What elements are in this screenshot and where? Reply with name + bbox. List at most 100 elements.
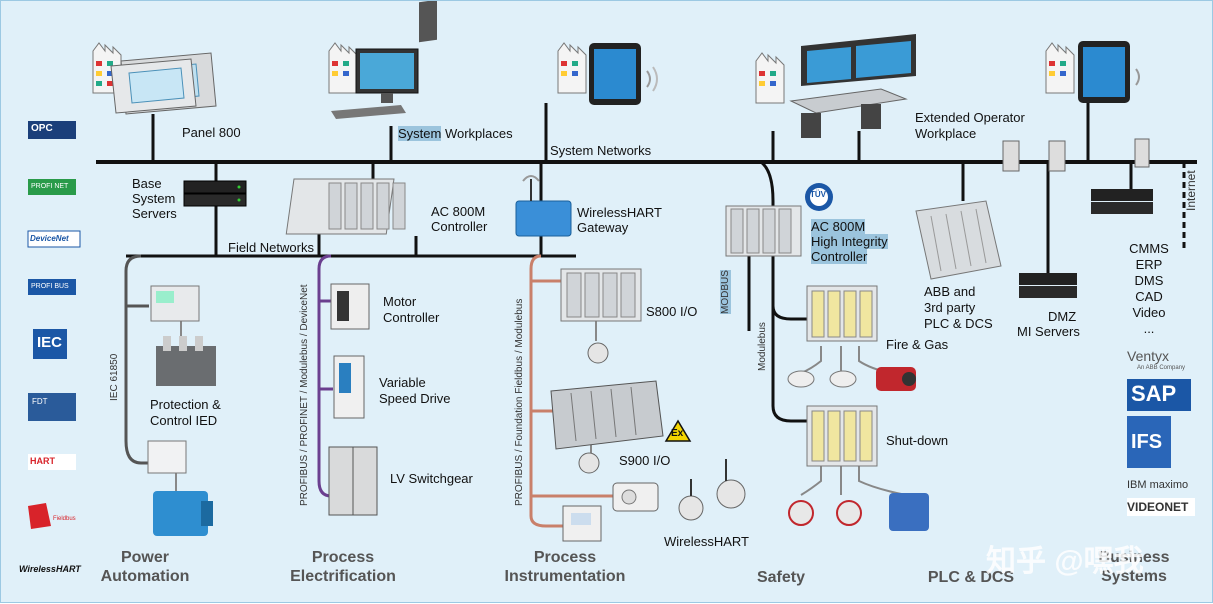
lv-switchgear-icon <box>328 446 378 516</box>
section-process-electrification: Process Electrification <box>273 548 413 586</box>
ex-badge-icon <box>664 419 692 442</box>
plc-chassis-icon <box>915 200 1002 280</box>
devicenet-logo: DeviceNet <box>30 234 69 243</box>
abb-plc-label-2: 3rd party <box>924 300 976 315</box>
section-line1: Business <box>1098 549 1170 566</box>
dmz-label-1: DMZ <box>1048 309 1077 324</box>
iec61850-line <box>124 254 151 465</box>
motor-controller-label-1: Motor <box>383 294 417 309</box>
tuv-badge-icon <box>805 183 833 211</box>
controller-rack-icon <box>285 178 406 235</box>
dmz-server-icon <box>1019 273 1077 298</box>
business-item: DMS <box>1134 273 1164 288</box>
protection-label-1: Protection & <box>150 397 221 412</box>
ac800m-label-2: Controller <box>431 219 488 234</box>
safety-drop <box>760 160 775 251</box>
business-item: ... <box>1143 321 1155 336</box>
factory-icon <box>1045 42 1075 94</box>
motor-controller-label-2: Controller <box>383 310 440 325</box>
abb-plc-label-1: ABB and <box>924 284 976 299</box>
ventyx-sub: An ABB Company <box>1137 365 1186 371</box>
fire-gas-label: Fire & Gas <box>886 337 949 352</box>
ventyx-logo: Ventyx <box>1127 348 1170 364</box>
maximo-logo: IBM maximo <box>1127 479 1189 491</box>
display-box-icon <box>562 505 602 542</box>
extended-operator-icon <box>789 34 916 138</box>
vsd-label-1: Variable <box>379 375 426 390</box>
business-item: ERP <box>1135 257 1163 272</box>
extended-operator-label-2: Workplace <box>915 126 977 141</box>
motor-controller-icon <box>330 283 370 330</box>
sap-logo: SAP <box>1131 381 1177 406</box>
server-rack-icon <box>183 180 247 207</box>
lv-switchgear-label: LV Switchgear <box>390 471 473 486</box>
business-item: CAD <box>1135 289 1163 304</box>
iec-logo: IEC <box>37 334 63 351</box>
section-safety: Safety <box>756 569 806 586</box>
base-system-label-1: Base <box>132 176 162 191</box>
s800-label: S800 I/O <box>646 304 698 319</box>
section-line1: Power <box>120 549 169 566</box>
ac800m-hi-label-3: Controller <box>811 249 868 264</box>
section-line1: Process <box>533 549 597 566</box>
ied-icon <box>150 285 216 386</box>
gateway-icon <box>515 175 572 237</box>
fieldbus-logo: Fieldbus <box>53 516 76 522</box>
safety-tree <box>771 251 813 423</box>
abb-plc-label-3: PLC & DCS <box>924 316 993 331</box>
ac800m-hi-text-1: AC 800M <box>811 219 866 234</box>
ac800m-hi-text-2: High Integrity <box>811 234 888 249</box>
transmitter-icon <box>612 482 659 512</box>
section-line2: Electrification <box>290 568 396 585</box>
vendor-logos <box>1127 379 1195 516</box>
system-workplaces-icon <box>331 1 437 119</box>
s900-label: S900 I/O <box>619 453 671 468</box>
business-item: Video <box>1132 305 1166 320</box>
controller-hi-icon <box>725 205 802 257</box>
ac800m-label-1: AC 800M <box>431 204 486 219</box>
section-power-automation: Power Automation <box>89 548 201 586</box>
system-word: System <box>398 126 442 141</box>
modulebus-vlabel: Modulebus <box>757 322 768 371</box>
section-business-systems: Business Systems <box>1091 548 1177 586</box>
profibus-ff-vlabel: PROFIBUS / Foundation Fieldbus / Moduleb… <box>514 298 525 506</box>
valve-icon <box>788 493 929 531</box>
section-plc-dcs: PLC & DCS <box>927 569 1015 586</box>
profibus-line <box>317 254 341 498</box>
system-networks-label: System Networks <box>550 143 652 158</box>
vsd-label-2: Speed Drive <box>379 391 451 406</box>
iec61850-vlabel: IEC 61850 <box>109 353 120 401</box>
section-line2: Instrumentation <box>504 568 626 585</box>
base-system-label-3: Servers <box>132 206 177 221</box>
workplaces-word: Workplaces <box>441 126 513 141</box>
extended-operator-label-1: Extended Operator <box>915 110 1025 125</box>
factory-icon <box>755 52 785 104</box>
flame-detector-icon <box>876 367 916 391</box>
factory-icon <box>328 42 358 94</box>
vsd-icon <box>333 355 365 419</box>
ex-badge-text: Ex <box>671 428 684 439</box>
shutdown-label: Shut-down <box>886 433 949 448</box>
shutdown-controller-icon <box>806 405 878 467</box>
fdt-logo: FDT <box>32 397 48 406</box>
gateway-label-1: WirelessHART <box>577 205 662 220</box>
smoke-detector-icon <box>787 370 857 388</box>
watermark: 知乎 @嘿我 <box>986 545 1144 578</box>
tablet-icon <box>589 43 658 105</box>
system-workplaces-label: System Workplaces <box>398 126 513 141</box>
motor-icon <box>147 440 213 536</box>
factory-icon <box>557 42 587 94</box>
tablet-icon <box>1078 41 1140 103</box>
logo-strip <box>27 121 81 529</box>
wireless-transmitter-icon <box>678 459 746 521</box>
internet-label: Internet <box>1184 170 1198 211</box>
ac800m-hi-label-1: AC 800M <box>811 219 866 234</box>
field-networks-label: Field Networks <box>228 240 314 255</box>
profinet-logo: PROFI NET <box>31 183 69 190</box>
panel-800-label: Panel 800 <box>182 125 241 140</box>
profibus-devicenet-vlabel: PROFIBUS / PROFINET / Modulebus / Device… <box>299 284 310 506</box>
firewall-icon <box>1002 138 1150 172</box>
hart-logo: HART <box>30 456 55 466</box>
